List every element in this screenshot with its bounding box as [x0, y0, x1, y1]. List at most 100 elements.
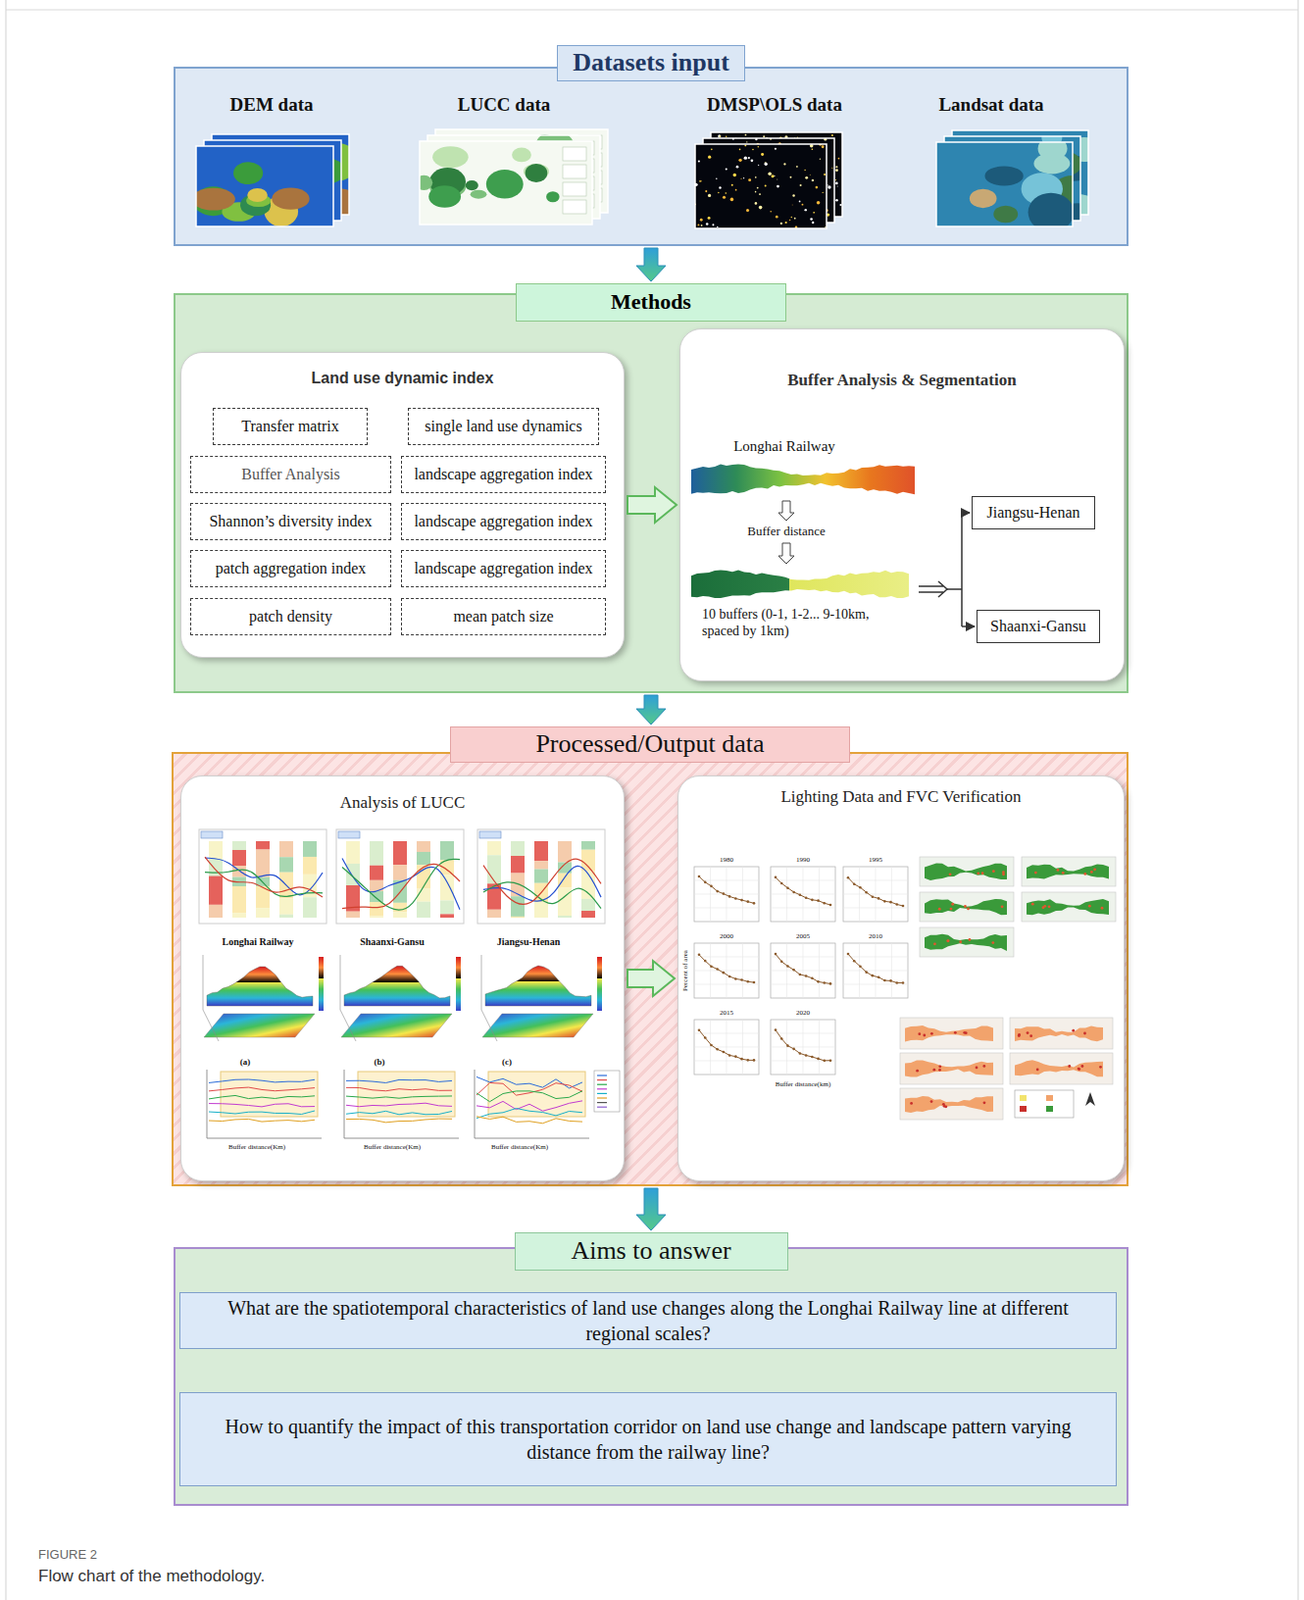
illustration-shape — [816, 899, 820, 903]
illustration-shape — [1053, 195, 1089, 215]
illustration-shape — [804, 1053, 808, 1057]
illustration-shape — [581, 899, 596, 911]
chart-label: (b) — [374, 1056, 386, 1068]
illustration-shape — [982, 1064, 986, 1068]
illustration-shape — [1043, 904, 1047, 908]
illustration-shape — [795, 145, 798, 148]
method-box: Analysis of LUCC — [180, 775, 625, 1182]
illustration-shape — [944, 136, 1081, 221]
illustration-shape — [1036, 1067, 1040, 1071]
illustration-shape — [707, 155, 711, 159]
illustration-shape — [726, 148, 731, 152]
illustration-shape — [344, 1069, 459, 1139]
illustration-shape — [562, 164, 587, 179]
illustration-shape — [487, 854, 502, 884]
split-line — [947, 512, 962, 627]
illustration-shape — [211, 134, 350, 215]
illustration-shape — [557, 862, 572, 874]
illustration-shape — [271, 187, 309, 209]
illustration-shape — [455, 956, 461, 1011]
illustration-shape — [922, 1034, 926, 1038]
illustration-shape — [1046, 1095, 1054, 1102]
illustration-shape — [825, 208, 829, 212]
illustration-shape — [953, 1031, 957, 1035]
illustration-shape — [260, 150, 305, 177]
illustration-shape — [1014, 1026, 1104, 1043]
illustration-shape — [802, 178, 806, 182]
illustration-shape — [858, 965, 862, 969]
illustration-shape — [700, 218, 703, 222]
illustration-shape — [1041, 136, 1062, 148]
illustration-shape — [734, 138, 738, 142]
illustration-shape — [221, 160, 277, 204]
illustration-shape — [725, 167, 728, 170]
illustration-shape — [393, 864, 407, 881]
illustration-shape — [752, 193, 756, 197]
illustration-shape — [808, 209, 813, 214]
illustration-shape — [958, 940, 962, 944]
illustration-shape — [835, 168, 839, 172]
illustration-shape — [758, 205, 763, 210]
illustration-shape — [744, 152, 748, 156]
illustration-shape — [737, 140, 740, 143]
illustration-shape — [752, 902, 756, 905]
illustration-shape — [755, 143, 759, 147]
north-arrow — [1085, 1092, 1096, 1106]
section-panel: MethodsLand use dynamic indexTransfer ma… — [173, 293, 1129, 694]
illustration-shape — [518, 148, 552, 175]
illustration-shape — [1071, 1029, 1075, 1033]
illustration-shape — [369, 841, 384, 866]
illustration-shape — [722, 196, 726, 200]
illustration-shape — [562, 182, 587, 197]
illustration-shape — [774, 1028, 778, 1032]
illustration-shape — [827, 185, 831, 189]
illustration-shape — [521, 157, 548, 178]
illustration-shape — [800, 172, 803, 176]
illustration-shape — [769, 200, 772, 203]
illustration-shape — [843, 866, 908, 922]
illustration-shape — [279, 872, 294, 900]
illustration-shape — [746, 980, 750, 984]
section-heading: Aims to answer — [514, 1232, 789, 1271]
illustration-shape — [757, 207, 760, 210]
illustration-shape — [204, 857, 323, 896]
illustration-shape — [215, 184, 236, 200]
chart-label: 1980 — [719, 855, 734, 864]
illustration-shape — [814, 163, 817, 166]
illustration-shape — [703, 959, 707, 963]
index-box: landscape aggregation index — [401, 455, 606, 494]
illustration-shape — [1014, 1059, 1104, 1077]
illustration-shape — [799, 209, 802, 212]
illustration-shape — [783, 195, 786, 198]
illustration-shape — [812, 211, 815, 214]
surface-plot — [485, 965, 592, 1006]
illustration-shape — [1061, 137, 1089, 162]
illustration-shape — [824, 226, 827, 229]
illustration-shape — [883, 979, 887, 983]
illustration-shape — [938, 907, 942, 911]
illustration-shape — [764, 160, 767, 163]
illustration-shape — [816, 1057, 820, 1061]
illustration-shape — [762, 149, 765, 151]
illustration-shape — [419, 141, 593, 225]
illustration-shape — [756, 187, 759, 190]
illustration-shape — [695, 202, 697, 205]
illustration-shape — [968, 938, 972, 942]
illustration-shape — [1090, 870, 1094, 874]
illustration-shape — [786, 886, 790, 890]
illustration-shape — [711, 153, 714, 156]
illustration-shape — [369, 915, 384, 918]
illustration-shape — [793, 205, 796, 208]
illustration-shape — [717, 192, 719, 194]
illustration-shape — [695, 183, 699, 187]
illustration-shape — [805, 158, 809, 162]
illustration-shape — [697, 223, 700, 226]
illustration-shape — [1023, 157, 1050, 176]
illustration-shape — [1101, 906, 1104, 910]
illustration-shape — [1056, 868, 1060, 872]
illustration-shape — [946, 939, 950, 943]
illustration-shape — [732, 189, 734, 191]
illustration-shape — [264, 196, 300, 227]
